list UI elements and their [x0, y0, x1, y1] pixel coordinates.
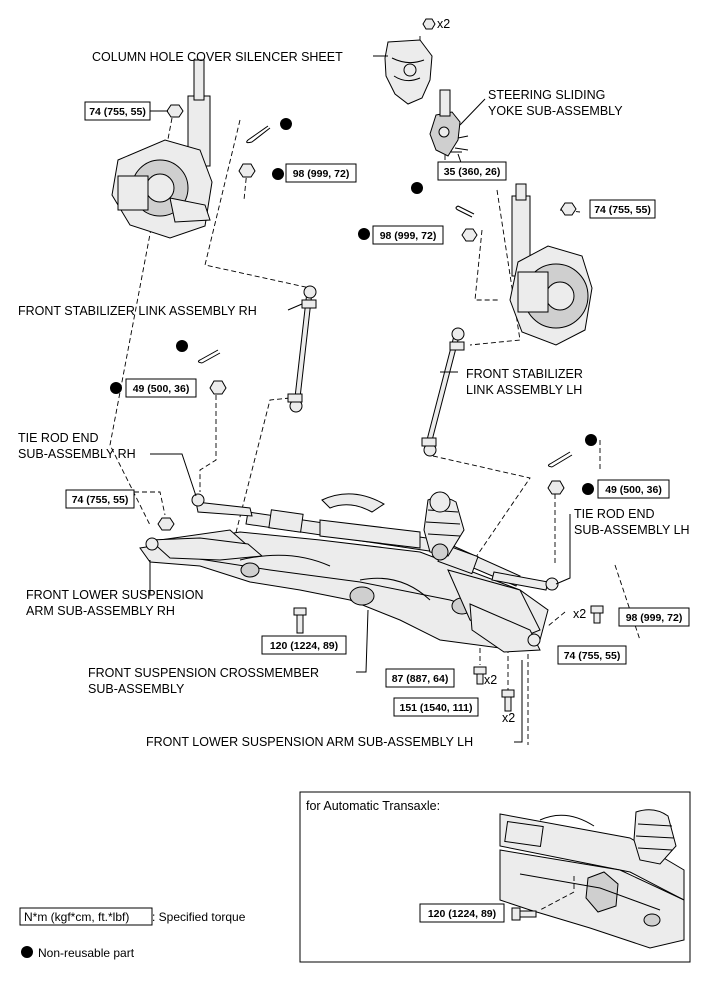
inset-title: for Automatic Transaxle: — [306, 799, 440, 813]
lower-suspension-arm-lh — [469, 603, 541, 653]
crossmember-bolt — [293, 607, 307, 634]
torque-rh-lower-ball: 74 (755, 55) — [72, 494, 129, 506]
torque-lh-bolt: 98 (999, 72) — [626, 612, 683, 624]
torque-inset-bolt: 120 (1224, 89) — [428, 908, 496, 920]
stabilizer-link-rh — [287, 285, 317, 413]
torque-bolt-87: 87 (887, 64) — [392, 673, 449, 685]
label-leader-lines — [149, 55, 571, 743]
label-crossmember-line1: FRONT SUSPENSION CROSSMEMBER — [88, 666, 319, 680]
lh-link-nut — [461, 228, 478, 242]
multiplier-lh-bolt: x2 — [573, 607, 586, 621]
torque-yoke-bolt: 35 (360, 26) — [444, 166, 501, 178]
torque-rh-top-nut: 74 (755, 55) — [89, 106, 146, 118]
inset-bolt — [511, 907, 537, 921]
label-stabilizer-lh-line2: LINK ASSEMBLY LH — [466, 383, 582, 397]
tie-rod-end-rh — [191, 493, 253, 517]
label-crossmember-line2: SUB-ASSEMBLY — [88, 682, 185, 696]
torque-lh-top-nut: 74 (755, 55) — [594, 204, 651, 216]
automatic-transaxle-inset: for Automatic Transaxle: 120 (1224, 89) — [299, 791, 691, 963]
cotter-pins — [197, 125, 573, 468]
torque-lh-lower-ball: 74 (755, 55) — [564, 650, 621, 662]
stabilizer-link-lh — [421, 327, 465, 457]
rh-tie-rod-nut — [209, 380, 227, 395]
cover-nut — [422, 18, 436, 30]
non-reusable-markers — [110, 118, 597, 495]
label-lower-arm-lh: FRONT LOWER SUSPENSION ARM SUB-ASSEMBLY … — [146, 735, 473, 749]
lh-knuckle-strut-assembly — [509, 183, 593, 346]
lh-top-nut — [560, 202, 577, 216]
label-lower-arm-rh-line2: ARM SUB-ASSEMBLY RH — [26, 604, 175, 618]
torque-specs: 74 (755, 55) 98 (999, 72) 35 (360, 26) 7… — [65, 101, 690, 717]
label-tie-rod-lh-line1: TIE ROD END — [574, 507, 655, 521]
rh-lower-ball-nut — [157, 517, 175, 531]
rh-top-nut — [166, 104, 184, 118]
lh-arm-bolt — [590, 605, 604, 624]
label-stabilizer-link-rh: FRONT STABILIZER LINK ASSEMBLY RH — [18, 304, 257, 318]
label-tie-rod-rh-line2: SUB-ASSEMBLY RH — [18, 447, 136, 461]
label-stabilizer-lh-line1: FRONT STABILIZER — [466, 367, 583, 381]
bolt-87 — [473, 666, 487, 685]
legend-non-reusable: Non-reusable part — [38, 946, 135, 960]
torque-bolt-151: 151 (1540, 111) — [400, 702, 473, 714]
inset-rack-detail — [499, 809, 685, 949]
legend-torque-box: N*m (kgf*cm, ft.*lbf) — [24, 910, 129, 924]
legend-non-reusable-dot — [21, 946, 33, 958]
torque-rh-tie-rod: 49 (500, 36) — [133, 383, 190, 395]
column-hole-cover-silencer-sheet — [384, 39, 433, 105]
steering-sliding-yoke — [429, 89, 469, 157]
lower-suspension-arm-rh — [145, 537, 264, 561]
multiplier-cover-nut: x2 — [437, 17, 450, 31]
legend: N*m (kgf*cm, ft.*lbf) : Specified torque… — [19, 907, 246, 960]
torque-lh-link-nut: 98 (999, 72) — [380, 230, 437, 242]
torque-rh-link-nut: 98 (999, 72) — [293, 168, 350, 180]
rh-knuckle-strut-assembly — [111, 59, 213, 239]
multiplier-bolt-151: x2 — [502, 711, 515, 725]
torque-crossmember-bolt: 120 (1224, 89) — [270, 640, 338, 652]
rh-link-nut — [238, 163, 256, 178]
lh-tie-rod-nut — [547, 480, 565, 495]
bolt-151 — [501, 689, 515, 712]
legend-torque-desc: : Specified torque — [152, 910, 246, 924]
multiplier-bolt-87: x2 — [484, 673, 497, 687]
part-labels: COLUMN HOLE COVER SILENCER SHEET STEERIN… — [18, 50, 690, 749]
torque-lh-tie-rod: 49 (500, 36) — [605, 484, 662, 496]
label-tie-rod-rh-line1: TIE ROD END — [18, 431, 99, 445]
tie-rod-end-lh — [491, 571, 559, 591]
label-column-hole-cover: COLUMN HOLE COVER SILENCER SHEET — [92, 50, 343, 64]
steering-gear-rack — [245, 491, 521, 587]
label-yoke-line2: YOKE SUB-ASSEMBLY — [488, 104, 623, 118]
label-yoke-line1: STEERING SLIDING — [488, 88, 605, 102]
quantity-multipliers: x2 x2 x2 x2 — [437, 17, 586, 725]
label-tie-rod-lh-line2: SUB-ASSEMBLY LH — [574, 523, 690, 537]
label-lower-arm-rh-line1: FRONT LOWER SUSPENSION — [26, 588, 204, 602]
